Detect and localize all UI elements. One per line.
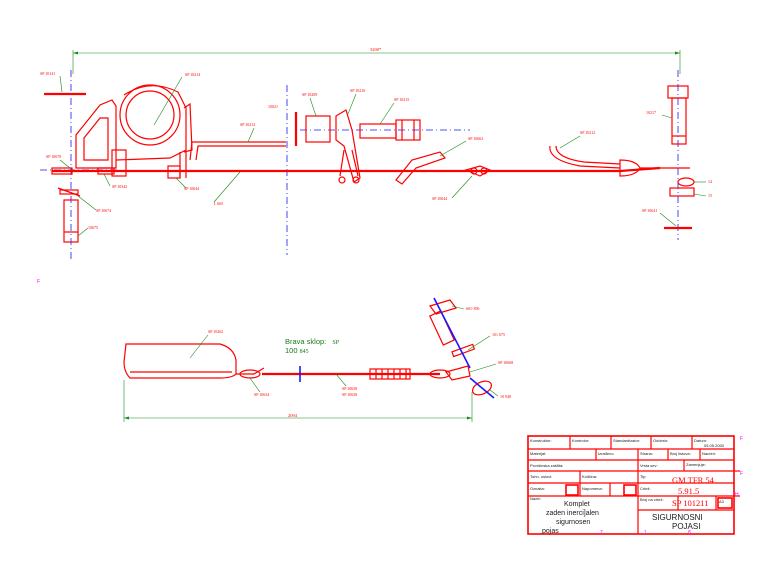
callout-sp10641: SP 10641 [642,208,657,213]
cable-assembly: SP 10634 SP 10638 SP 10638 [236,366,451,397]
tb-crtez-label: Crtež: [640,486,651,491]
retractor-housing: SP 10214 [75,72,200,178]
end-fitting: 601-396 101 675 SP 10668 10 948 [429,297,513,399]
tb-name-line2: POJASI [672,522,700,531]
tb-zamenjuje: Zamenjuje: [686,462,706,467]
title-block: Konstruktor: Kontrolor: Standardizator: … [527,435,743,536]
callout-sp10216: SP 10216 [350,88,365,93]
tb-name-line1: SIGURNOSNI [652,513,703,522]
tb-side-mark: H [735,492,739,498]
bottom-view: SP 10262 SP 10634 SP 10638 SP 10638 [123,297,513,422]
callout-sp10215: SP 10215 [394,97,409,102]
top-view: 3200* SP 10141 SP 10214 [40,47,712,260]
tb-crtez-value: 5.91.5 [678,486,699,496]
tb-oznaka: Oznaka: [530,486,545,491]
overall-dimension-label: 3200* [370,47,382,52]
tb-povrsina: Površinska zaštita: [530,463,563,468]
callout-sp10214: SP 10214 [185,72,200,77]
callout-sp10675b: 101 675 [492,332,505,337]
tb-tip-label: Tip: [640,474,647,479]
callout-sp10212: SP 10212 [240,122,255,127]
callout-sp10217: 10217 [646,110,656,115]
callout-sp10670: SP 10670 [46,154,61,159]
callout-n15: 15 [708,193,712,198]
tb-nacrtni: Nacrtni: [702,451,716,456]
tb-tolerancija: Tohn. uslovi: [530,474,552,479]
overall-dimension-top: 3200* [72,47,681,74]
tb-title-line3: sigurnosen [556,519,590,526]
strap-rod-top: SP 10212 SP 10644 L 665 [160,122,661,206]
callout-sp10209: SP 10209 [302,92,317,97]
callout-sp10663: SP 10663 [468,136,483,141]
right-bolt: 10217 14 15 SP 10641 [642,85,712,230]
tb-standardizator: Standardizator: [613,438,640,443]
tb-kolicina: Količina: [582,474,597,479]
tb-broj-label: Broj na crtež: [640,497,664,502]
margin-mark-right-1: F [740,436,743,442]
note-suffix: SP [332,340,339,346]
tb-strana: Strana: [640,451,653,456]
callout-sp10675: 10675 [88,225,98,230]
tb-datum: Datum: [694,438,707,443]
callout-sp10674: SP 10674 [96,208,111,213]
tb-broj-value: SP 101211 [672,498,708,508]
tb-broj-listova: Broj listova: [670,451,691,456]
center-bracket: 10021 SP 10209 SP 10216 SP 10215 [268,88,421,184]
assembly-note: Brava sklop: SP 100 845 [285,337,340,355]
callout-sp10668: SP 10668 [498,360,513,365]
tb-title-line1: Komplet [564,501,590,508]
tb-foot-c: 8 [688,530,691,536]
tb-datum-value: 05.05.2000 [704,443,725,448]
svg-text:Brava sklop: SP: Brava sklop: SP [285,337,340,346]
callout-n14: 14 [708,179,712,184]
callout-sp10141: SP 10141 [40,71,55,76]
note-number: 100 [285,346,298,355]
margin-mark-right-2: F [740,471,743,477]
callout-sp10948: 10 948 [500,394,511,399]
anchor-plate-top: SP 10141 [40,71,86,96]
left-bolt-assembly: SP 10674 10675 [57,187,111,243]
overall-dimension-bottom: 2094 [123,380,473,422]
left-base-bar: SP 10670 SP 10342 [46,154,160,189]
callout-sp10644: SP 10644 [184,186,199,191]
bottom-dimension-label: 2094 [288,413,298,418]
tb-material: Materijal: [530,451,546,456]
tb-odobrio: Odobrio: [653,438,668,443]
tb-tip-value: GM TFR 54 [672,475,715,485]
tb-title-line4: pojas [542,528,559,535]
callout-sp10638b: SP 10638 [342,392,357,397]
tb-foot-b: 1 [644,530,647,536]
tb-naziv: Naziv: [530,496,541,501]
buckle-housing: SP 10262 [123,329,237,379]
buckle-strap: SP 10663 SP 10644 [395,136,492,201]
tb-format: A3 [719,499,725,504]
tb-foot-a: 7 [600,530,603,536]
callout-sp10210: 10021 [268,104,278,109]
callout-sp10644b: SP 10644 [432,196,447,201]
callout-sp10634: SP 10634 [254,392,269,397]
callout-l665: L 665 [214,201,223,206]
tb-konstruktor: Konstruktor: [530,438,552,443]
tb-vrsta: Vrsta sev: [640,463,658,468]
svg-text:100 845: 100 845 [285,346,309,355]
tb-kontrolor: Kontrolor: [572,438,589,443]
tb-izradjeno: Izrađeno [598,451,614,456]
callout-sp10262: SP 10262 [208,329,223,334]
end-loop: SP 10212 [549,130,690,177]
callout-sp10212r: SP 10212 [580,130,595,135]
tb-title-line2: zaden inerci]alen [546,510,599,517]
callout-sp10342: SP 10342 [112,184,127,189]
note-prefix: Brava sklop: [285,337,326,346]
margin-mark-left: F [37,279,40,285]
callout-sp10106: 601-396 [466,306,479,311]
callout-sp10638: SP 10638 [342,386,357,391]
note-number-small: 845 [300,349,309,355]
tb-napomena: Napomena: [582,486,603,491]
